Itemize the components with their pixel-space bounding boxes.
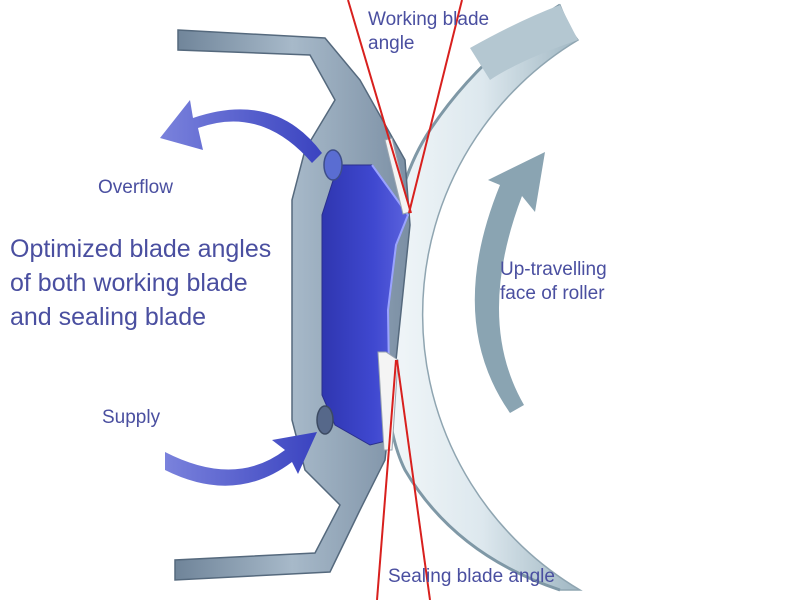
working-blade-angle-line2: angle <box>368 32 415 54</box>
overflow-label: Overflow <box>98 177 173 198</box>
main-caption: Optimized blade angles of both working b… <box>10 232 271 334</box>
main-caption-line1: Optimized blade angles <box>10 235 272 263</box>
working-blade-angle-line1: Working blade <box>368 9 490 30</box>
main-caption-line3: and sealing blade <box>10 303 206 331</box>
main-caption-line2: of both working blade <box>10 269 248 297</box>
up-travelling-line2: face of roller <box>500 282 605 304</box>
overflow-arrow <box>160 100 322 163</box>
working-angle-line-left <box>347 0 412 214</box>
up-travelling-line1: Up-travelling <box>500 259 607 280</box>
working-angle-line-right <box>408 0 463 214</box>
supply-label: Supply <box>102 407 161 428</box>
supply-port <box>316 405 334 435</box>
sealing-angle-line-right <box>396 359 431 600</box>
up-travelling-label: Up-travelling face of roller <box>500 258 607 306</box>
overflow-port <box>323 149 343 181</box>
sealing-blade <box>377 351 399 451</box>
roller-top-rim <box>470 5 578 80</box>
working-blade-angle-label: Working blade angle <box>368 8 489 56</box>
sealing-blade-angle-label: Sealing blade angle <box>388 566 555 587</box>
roller-motion-arrow <box>474 152 545 413</box>
sealing-angle-line-left <box>376 359 397 600</box>
supply-arrow <box>165 432 317 486</box>
